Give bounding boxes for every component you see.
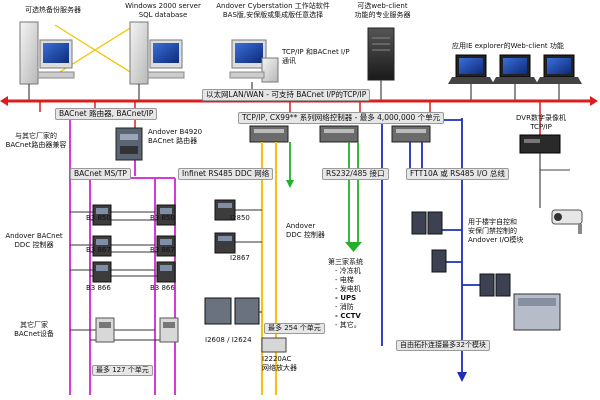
cyberstation-label-1: Andover Cyberstation 工作站软件 [216, 2, 330, 10]
max32-label: 自由拓扑连接最多32个模块 [396, 340, 490, 351]
andover-ddc-label-2: DDC 控制器 [286, 231, 325, 239]
bacnet-router-bar: BACnet 路由器, BACnet/IP [55, 108, 158, 120]
ftt-arrow [457, 372, 467, 382]
max254-label: 最多 254 个单元 [264, 323, 325, 334]
infinet-bar: Infinet RS485 DDC 网络 [178, 168, 274, 180]
io-note-2: 安保门禁控制的 [468, 227, 517, 235]
cyberstation-label-2: BAS版,安保版或集成版任意选择 [222, 11, 324, 19]
third-party-item-cctv: - CCTV [335, 312, 361, 320]
device-b3866-b: B3 866 [150, 284, 175, 292]
dvr-label-1: DVR数字录像机 [516, 114, 566, 122]
left-ddc-devices [92, 204, 176, 283]
third-party-item-chiller: - 冷冻机 [335, 267, 361, 275]
io-note-1: 用于楼宇自控和 [468, 218, 517, 226]
network-controller-units [249, 125, 431, 143]
network-amplifier [261, 337, 287, 353]
other-router-note-2: BACnet路由器兼容 [5, 141, 67, 149]
device-b3850-a: B3 850 [86, 214, 111, 222]
rs232-lines [289, 142, 359, 242]
rs232-arrow-1 [286, 180, 294, 188]
other-devices-label-1: 其它厂家 [20, 321, 48, 329]
amplifier-label-1: I2220AC [262, 355, 292, 363]
device-b3866-a: B3 866 [86, 284, 111, 292]
web-client-server-label-1: 可选web-client [357, 2, 408, 10]
dvr-device [519, 134, 570, 208]
sql-server-computer [129, 21, 185, 100]
b4920-label-1: Andover B4920 [148, 128, 203, 136]
device-b3867-b: B3 867 [150, 246, 175, 254]
backbone-label: 以太网LAN/WAN - 可支持 BACnet I/P的TCP/IP [202, 89, 371, 101]
tcpip-note-2: 通讯 [282, 57, 296, 65]
other-vendor-devices [95, 317, 179, 343]
b4920-router-device [115, 127, 143, 161]
ie-web-client-label: 应用IE explorer的Web-client 功能 [452, 42, 564, 50]
dvr-label-2: TCP/IP [530, 123, 552, 131]
third-party-item-other: - 其它。 [335, 321, 361, 329]
tcpip-note-1: TCP/IP 和BACnet I/P [282, 48, 350, 56]
ftt-bus [381, 118, 492, 372]
win2000-label-2: SQL database [138, 11, 188, 19]
bacnet-ddc-label-2: DDC 控制器 [14, 241, 54, 249]
third-party-item-fire: - 消防 [335, 303, 354, 311]
bacnet-mstp-bar: BACnet MS/TP [70, 168, 131, 180]
cctv-camera [551, 209, 583, 234]
device-i2867: I2867 [230, 254, 250, 262]
device-i2608-i2624: I2608 / I2624 [205, 336, 252, 344]
io-note-3: Andover I/O模块 [468, 236, 524, 244]
device-b3850-b: B3 850 [150, 214, 175, 222]
web-client-server-label-2: 功能的专业服务器 [354, 11, 411, 19]
ftt-bar: FTT10A 或 RS485 I/O 总线 [406, 168, 509, 180]
io-modules [411, 211, 561, 331]
device-i2850: I2850 [230, 214, 250, 222]
win2000-label-1: Windows 2000 server [125, 2, 201, 10]
third-party-item-elevator: - 电梯 [335, 276, 354, 284]
backup-server-computer [19, 21, 75, 100]
third-party-item-ups: - UPS [335, 294, 357, 302]
other-devices-label-2: BACnet设备 [14, 330, 54, 338]
amplifier-label-2: 网络放大器 [262, 364, 297, 372]
b4920-label-2: BACnet 路由器 [148, 137, 198, 145]
andover-ddc-label-1: Andover [286, 222, 316, 230]
ethernet-backbone [0, 96, 598, 106]
backup-server-label: 可选热备份服务器 [25, 6, 81, 14]
device-b3867-a: B3 867 [86, 246, 111, 254]
third-party-item-generator: - 发电机 [335, 285, 361, 293]
web-client-server-tower [367, 27, 395, 100]
third-party-title: 第三家系统 [328, 258, 363, 266]
cyberstation-workstation [229, 39, 279, 100]
max127-label: 最多 127 个单元 [92, 365, 153, 376]
infinet-devices [204, 199, 260, 325]
network-controller-bar: TCP/IP, CX99** 系列网络控制器 - 最多 4,000,000 个单… [238, 112, 445, 124]
web-client-laptops [448, 54, 582, 100]
other-router-note-1: 与其它厂家的 [15, 132, 57, 140]
rs232-arrow-2 [345, 242, 362, 252]
rs232-bar: RS232/485 接口 [322, 168, 389, 180]
bacnet-ddc-label-1: Andover BACnet [5, 232, 63, 240]
